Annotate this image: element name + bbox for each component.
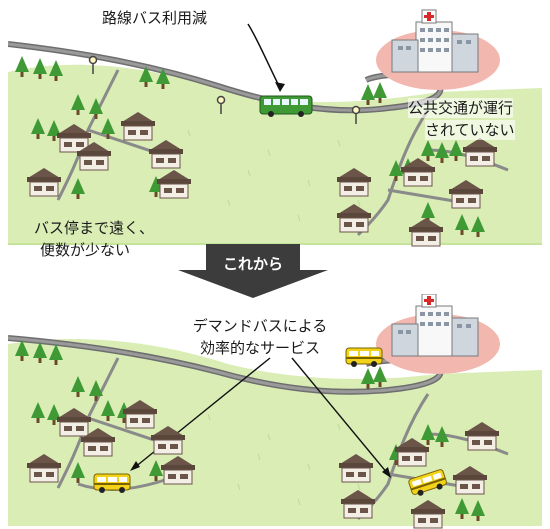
- bus-stop-icon: [88, 55, 361, 124]
- bottom-scene-illustration: [8, 294, 542, 529]
- bottom-scene: [8, 294, 542, 529]
- label-no-transit-line2: されていない: [425, 120, 515, 140]
- label-far-stop-line2: 便数が少ない: [40, 241, 131, 259]
- transition-arrow: これから: [178, 244, 328, 298]
- hospital-icon: [376, 294, 500, 374]
- label-far-stop-line1: バス停まで遠く、: [34, 219, 155, 237]
- hospital-icon: [375, 9, 501, 91]
- label-no-transit-line1: 公共交通が運行: [408, 98, 514, 118]
- label-bus-decline: 路線バス利用減: [102, 9, 208, 27]
- down-arrow-icon: [178, 244, 328, 298]
- label-demand-bus-line1: デマンドバスによる: [192, 317, 328, 335]
- bus-icon: [259, 95, 313, 117]
- transition-label: これから: [222, 255, 283, 273]
- label-demand-bus-line2: 効率的なサービス: [199, 339, 320, 357]
